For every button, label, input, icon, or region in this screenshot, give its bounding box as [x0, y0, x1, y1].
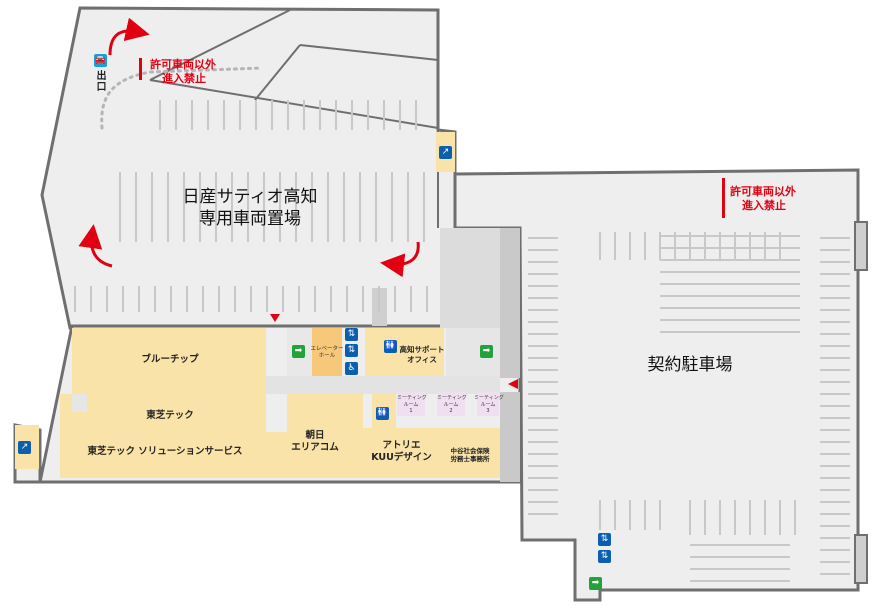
elevator-icon: ⇅ — [345, 344, 358, 357]
nakatani-label: 中谷社会保険 労務士事務所 — [450, 447, 490, 464]
emergency-exit-icon: ➡ — [589, 577, 602, 590]
asahi-label: 朝日 エリアコム — [291, 430, 339, 454]
kochi-support-office — [365, 328, 444, 376]
no-entry-bar-2 — [722, 178, 725, 218]
direction-arrow-exit — [108, 17, 150, 56]
meeting-room-3-label: ミーティング ルーム 3 — [474, 395, 504, 414]
toshiba-tec-label: 東芝テック — [146, 410, 194, 421]
exit-label: 出口 — [94, 70, 105, 92]
restroom-icon: 🚻 — [376, 407, 389, 420]
stairs-icon: ↗ — [18, 441, 31, 454]
atelier-label: アトリエ KUUデザイン — [371, 440, 432, 464]
entrance-arrow-right — [508, 379, 518, 389]
contract-parking-label: 契約駐車場 — [647, 355, 733, 375]
nissan-parking-label: 日産サティオ高知 専用車両置場 — [182, 187, 318, 230]
toshiba-solution-label: 東芝テック ソリューションサービス — [87, 446, 243, 457]
stairs-icon: ↗ — [439, 146, 452, 159]
elevator-icon: ⇅ — [598, 550, 611, 563]
nakatani-office — [440, 428, 500, 478]
elevator-icon: ⇅ — [345, 328, 358, 341]
elevator-hall — [312, 328, 342, 376]
entrance-arrow-top — [270, 314, 280, 322]
elevator-hall-label: エレベーター ホール — [310, 346, 344, 360]
meeting-room-2 — [437, 392, 465, 416]
toshiba-tec-office — [60, 394, 266, 478]
parking-stalls-left — [74, 100, 428, 312]
direction-arrow-right — [380, 241, 420, 278]
asahi-office — [266, 432, 363, 478]
wheelchair-icon: ♿ — [345, 362, 358, 375]
car-icon: 🚘 — [94, 54, 107, 67]
blue-chip-label: ブルーチップ — [141, 354, 199, 365]
atelier-office — [363, 428, 440, 478]
meeting-room-1-label: ミーティング ルーム 1 — [397, 395, 427, 414]
no-entry-sign-1: 許可車両以外 進入禁止 — [150, 58, 216, 86]
corridor — [266, 376, 500, 394]
emergency-exit-icon: ➡ — [480, 345, 493, 358]
meeting-room-1 — [397, 392, 425, 416]
restroom-icon: 🚻 — [384, 340, 397, 353]
no-entry-sign-2: 許可車両以外 進入禁止 — [730, 185, 796, 213]
elevator-icon: ⇅ — [598, 533, 611, 546]
no-entry-bar-1 — [139, 58, 142, 80]
blue-chip-office — [72, 328, 266, 394]
meeting-room-3 — [477, 392, 499, 416]
emergency-exit-icon: ➡ — [292, 345, 305, 358]
parking-stalls-right — [528, 232, 850, 582]
meeting-room-2-label: ミーティング ルーム 2 — [437, 395, 467, 414]
kochi-support-label: 高知サポート オフィス — [399, 345, 445, 364]
direction-arrow-left — [78, 224, 113, 268]
